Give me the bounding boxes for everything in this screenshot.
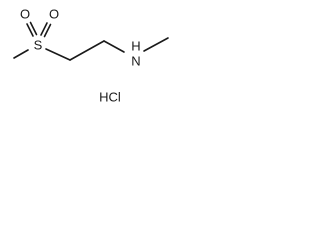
atom-sulfur: S [34,38,43,53]
bond-nitrogen-methyl [143,37,169,52]
bond-sulfur-oxygen-left-1 [26,23,34,37]
bond-ch2-nitrogen [103,40,125,53]
atom-oxygen-right: O [49,7,59,22]
salt-label: HCl [99,90,121,105]
atom-hydrogen-on-nitrogen: H [131,39,140,54]
molecule-structure: S O O N H HCl [13,7,169,105]
bond-methyl-sulfur [13,49,29,59]
bond-sulfur-oxygen-right-1 [40,22,48,36]
bond-sulfur-ch2 [45,48,71,61]
bond-sulfur-oxygen-right-2 [43,23,52,38]
bond-ch2-ch2 [69,40,105,61]
atom-oxygen-left: O [20,7,30,22]
bond-sulfur-oxygen-left-2 [29,21,38,36]
atom-nitrogen: N [131,54,140,69]
